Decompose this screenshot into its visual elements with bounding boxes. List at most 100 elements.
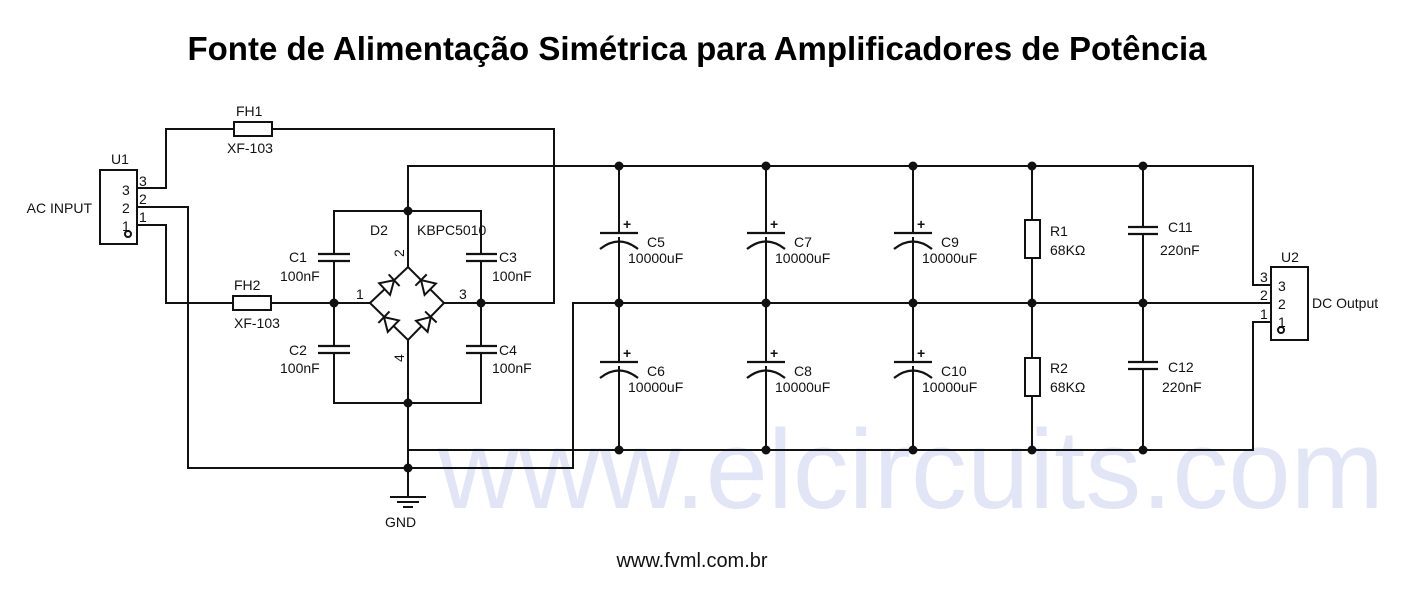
u1-pin3-inner: 3 <box>122 182 130 198</box>
footer-url: www.fvml.com.br <box>615 550 767 572</box>
fuse-fh1: FH1 XF-103 <box>227 103 273 156</box>
u2-ref: U2 <box>1281 249 1299 265</box>
junction-dot <box>403 206 413 216</box>
diode-icon <box>377 310 401 334</box>
bridge-pin3: 3 <box>459 286 467 302</box>
c2-value: 100nF <box>280 360 320 376</box>
resistor-r1: R1 68KΩ <box>1024 219 1085 259</box>
cap-value: 10000uF <box>775 250 830 266</box>
cap-value: 10000uF <box>628 250 683 266</box>
junction-dot <box>761 161 771 171</box>
junction-dot <box>1027 298 1037 308</box>
u2-label: DC Output <box>1312 295 1378 311</box>
junction-dot <box>1138 445 1148 455</box>
c3-value: 100nF <box>492 268 532 284</box>
c1-value: 100nF <box>280 268 320 284</box>
junction-dot <box>761 298 771 308</box>
bridge-value: KBPC5010 <box>417 222 486 238</box>
u1-ref: U1 <box>111 151 129 167</box>
plus-sign: + <box>917 345 925 361</box>
u1-label: AC INPUT <box>27 200 93 216</box>
r1-value: 68KΩ <box>1050 242 1085 258</box>
c12-ref: C12 <box>1168 359 1194 375</box>
r2-value: 68KΩ <box>1050 379 1085 395</box>
junction-dot <box>329 298 339 308</box>
plus-sign: + <box>770 345 778 361</box>
cap-ref: C9 <box>941 234 959 250</box>
plus-sign: + <box>623 345 631 361</box>
fuse-fh2: FH2 XF-103 <box>232 277 280 331</box>
bridge-ref: D2 <box>370 222 388 238</box>
rail-verticals <box>1031 166 1144 450</box>
fh1-value: XF-103 <box>227 140 273 156</box>
resistor-r2: R2 68KΩ <box>1024 357 1085 397</box>
junction-dot <box>1138 161 1148 171</box>
c2-ref: C2 <box>289 342 307 358</box>
c4-ref: C4 <box>499 342 517 358</box>
u1-pin2-outer: 2 <box>139 191 147 207</box>
page-title: Fonte de Alimentação Simétrica para Ampl… <box>187 30 1207 67</box>
plus-sign: + <box>623 216 631 232</box>
r2-ref: R2 <box>1050 360 1068 376</box>
c11-value: 220nF <box>1160 242 1200 258</box>
junction-dot <box>908 298 918 308</box>
cap-value: 10000uF <box>922 379 977 395</box>
gnd-label: GND <box>385 514 416 530</box>
u2-pin2-outer: 2 <box>1260 287 1268 303</box>
plus-sign: + <box>770 216 778 232</box>
capacitor-c1: C1 100nF <box>280 249 350 284</box>
bridge-pin4: 4 <box>391 354 407 362</box>
capacitor-c3: C3 100nF <box>466 249 532 284</box>
u2-pin1-inner: 1 <box>1278 314 1286 330</box>
c3-ref: C3 <box>499 249 517 265</box>
connector-u2: U2 DC Output 3 2 1 3 2 1 <box>1260 249 1378 341</box>
junction-dot <box>908 161 918 171</box>
plus-sign: + <box>917 216 925 232</box>
fh1-ref: FH1 <box>236 103 263 119</box>
junction-dot <box>761 445 771 455</box>
capacitor-c4: C4 100nF <box>466 342 532 376</box>
cap-ref: C8 <box>794 363 812 379</box>
bridge-pin2: 2 <box>391 249 407 257</box>
cap-ref: C5 <box>647 234 665 250</box>
c12-value: 220nF <box>1162 379 1202 395</box>
cap-ref: C6 <box>647 363 665 379</box>
c11-ref: C11 <box>1168 219 1193 235</box>
junction-dot <box>614 161 624 171</box>
connector-u1: U1 AC INPUT 3 2 1 3 2 1 <box>27 151 147 245</box>
u2-pin3-outer: 3 <box>1260 269 1268 285</box>
ground-symbol: GND <box>385 496 426 530</box>
watermark: www.elcircuits.com <box>437 407 1384 532</box>
capacitor-c12: C12 220nF <box>1128 359 1202 395</box>
u1-pin1-inner: 1 <box>122 218 130 234</box>
fh2-value: XF-103 <box>234 315 280 331</box>
cap-value: 10000uF <box>922 250 977 266</box>
u2-pin2-inner: 2 <box>1278 296 1286 312</box>
diode-icon <box>377 273 401 297</box>
junction-dot <box>1027 161 1037 171</box>
junction-dot <box>476 298 486 308</box>
bridge-rectifier-d2: D2 KBPC5010 1 2 3 4 <box>356 222 486 362</box>
u2-pin3-inner: 3 <box>1278 278 1286 294</box>
cap-value: 10000uF <box>775 379 830 395</box>
u1-pin1-outer: 1 <box>139 209 147 225</box>
junction-dot <box>1138 298 1148 308</box>
diode-icon <box>414 310 438 334</box>
u2-pin1-outer: 1 <box>1260 306 1268 322</box>
u1-pin2-inner: 2 <box>122 200 130 216</box>
pin-marker-icon <box>1277 326 1285 334</box>
bridge-pin1: 1 <box>356 286 364 302</box>
junction-dot <box>403 463 413 473</box>
u1-pin3-outer: 3 <box>139 173 147 189</box>
cap-ref: C10 <box>941 363 967 379</box>
c4-value: 100nF <box>492 360 532 376</box>
cap-ref: C7 <box>794 234 812 250</box>
capacitor-c2: C2 100nF <box>280 342 350 376</box>
junction-dot <box>614 298 624 308</box>
pin-marker-icon <box>124 230 132 238</box>
